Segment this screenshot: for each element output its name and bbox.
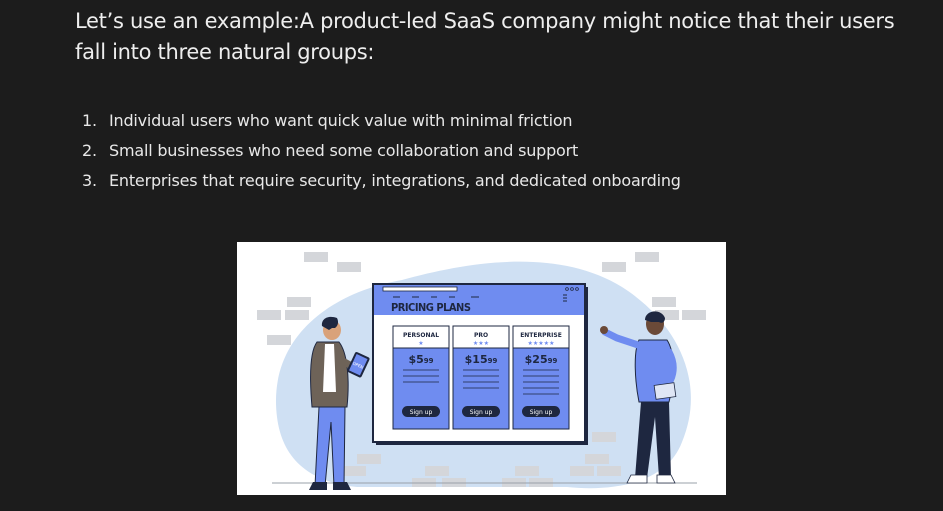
- pricing-board: PRICING PLANS PERSONAL ★ $599 Sign up PR…: [372, 283, 588, 445]
- plan-price: $599: [408, 353, 433, 366]
- signup-label: Sign up: [470, 409, 493, 416]
- board-title: PRICING PLANS: [391, 301, 471, 314]
- plan-name: ENTERPRISE: [520, 332, 562, 339]
- plan-stars: ★: [418, 340, 423, 347]
- folder-icon: [653, 382, 677, 400]
- tablet-icon: OPEN: [347, 352, 370, 378]
- plan-name: PERSONAL: [403, 332, 439, 339]
- signup-button: [402, 406, 440, 417]
- list-item-text: Small businesses who need some collabora…: [109, 141, 579, 160]
- intro-paragraph: Let’s use an example:A product-led SaaS …: [75, 9, 895, 64]
- plan-price: $2599: [525, 353, 558, 366]
- signup-label: Sign up: [410, 409, 433, 416]
- list-item: 3. Enterprises that require security, in…: [82, 166, 681, 196]
- plan-stars: ★★★★★: [528, 340, 555, 347]
- person-pointing: [600, 311, 677, 484]
- plan-price: $1599: [465, 353, 498, 366]
- plan-card-personal: PERSONAL ★ $599 Sign up: [392, 325, 450, 430]
- plan-card-pro: PRO ★★★ $1599 Sign up: [452, 325, 510, 430]
- illustration-svg: PRICING PLANS PERSONAL ★ $599 Sign up PR…: [257, 252, 706, 490]
- list-number: 1.: [82, 111, 97, 130]
- list-item-text: Individual users who want quick value wi…: [109, 111, 573, 130]
- list-number: 3.: [82, 171, 97, 190]
- plan-name: PRO: [474, 332, 488, 339]
- plan-stars: ★★★: [473, 340, 489, 347]
- signup-button: [462, 406, 500, 417]
- tablet-label: OPEN: [352, 361, 364, 370]
- signup-button: [522, 406, 560, 417]
- list-item: 1. Individual users who want quick value…: [82, 106, 681, 136]
- person-with-tablet: OPEN: [309, 316, 370, 490]
- plan-card-enterprise: ENTERPRISE ★★★★★ $2599 Sign up: [512, 325, 570, 430]
- user-groups-list: 1. Individual users who want quick value…: [82, 106, 681, 196]
- pricing-plans-illustration: PRICING PLANS PERSONAL ★ $599 Sign up PR…: [237, 242, 726, 495]
- list-number: 2.: [82, 141, 97, 160]
- list-item-text: Enterprises that require security, integ…: [109, 171, 681, 190]
- list-item: 2. Small businesses who need some collab…: [82, 136, 681, 166]
- signup-label: Sign up: [530, 409, 553, 416]
